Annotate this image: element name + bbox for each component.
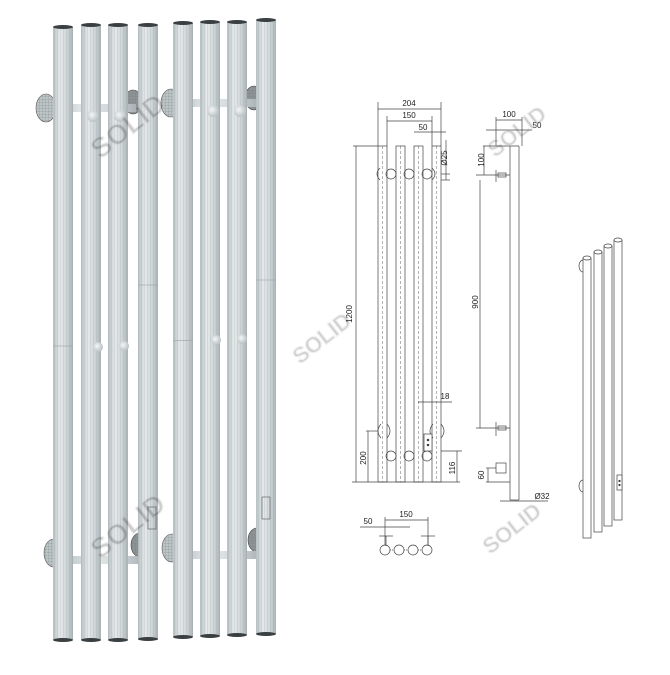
tube [53, 25, 73, 640]
dim-overall-width: 204 [402, 99, 416, 108]
dim-tube-diameter: Ø25 [440, 150, 449, 166]
svg-text:SOLID: SOLID [483, 101, 551, 162]
dim-wall-offset: 50 [533, 121, 542, 130]
tube [81, 23, 101, 640]
tube [227, 20, 247, 635]
front-view-labels: 204 150 50 Ø25 1200 200 116 18 [345, 99, 457, 474]
svg-text:SOLID: SOLID [478, 498, 546, 559]
control-box-icon [261, 496, 271, 520]
dim-bracket-height: 200 [359, 451, 368, 465]
dim-depth: 100 [502, 110, 516, 119]
tube [200, 20, 220, 636]
isometric-view [578, 237, 623, 539]
dim-control-offset: 18 [441, 392, 450, 401]
dim-outer-spacing: 150 [402, 111, 416, 120]
dim-height: 1200 [345, 305, 354, 323]
tube [173, 21, 193, 637]
dim-bottom-bracket-spacing: 150 [399, 510, 413, 519]
dim-bottom-wall-offset: 50 [364, 517, 373, 526]
joint-ball-icon [87, 105, 247, 352]
svg-text:SOLID: SOLID [288, 308, 356, 369]
bottom-view-drawing [360, 517, 435, 556]
dim-bracket-spacing: 900 [471, 295, 480, 309]
dim-control-height: 116 [448, 461, 457, 474]
bottom-view-labels: 50 150 [364, 510, 414, 526]
dim-bottom-control: 60 [477, 470, 486, 479]
dim-base-diameter: Ø32 [534, 492, 550, 501]
radiator-render [35, 18, 276, 642]
tube [108, 23, 128, 640]
front-view-drawing [352, 102, 462, 483]
tube [256, 18, 276, 634]
side-view-labels: 100 50 100 900 60 Ø32 [471, 110, 550, 501]
tube [138, 23, 158, 640]
dim-top-offset: 100 [477, 153, 486, 167]
dim-pitch: 50 [419, 123, 428, 132]
side-view-drawing [476, 117, 548, 502]
